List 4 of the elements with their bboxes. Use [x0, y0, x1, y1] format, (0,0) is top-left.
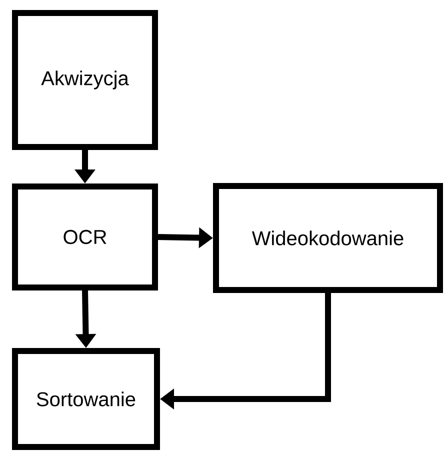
process-box: OCR [12, 184, 158, 290]
process-box: Sortowanie [12, 348, 160, 450]
process-box: Akwizycja [12, 10, 158, 150]
process-box: Wideokodowanie [213, 183, 443, 293]
